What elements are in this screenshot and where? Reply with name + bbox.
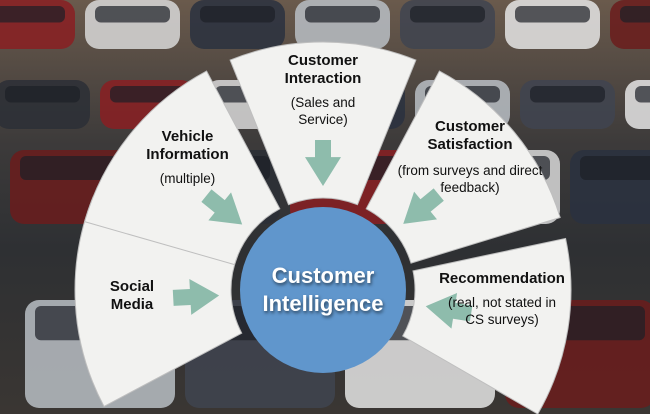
center-line-2: Intelligence bbox=[262, 291, 384, 316]
arrow-icon bbox=[305, 140, 341, 186]
segment-subtitle: (real, not stated in CS surveys) bbox=[447, 295, 557, 327]
segment-title: Recommendation bbox=[439, 270, 565, 287]
car-windshield bbox=[410, 6, 485, 23]
segment-title: Customer Satisfaction bbox=[427, 118, 513, 153]
segment-customer-interaction: Customer Interaction (Sales and Service) bbox=[268, 52, 378, 128]
arrow-icon bbox=[425, 293, 473, 329]
segment-subtitle: (multiple) bbox=[159, 171, 216, 186]
car-windshield bbox=[200, 6, 275, 23]
car-windshield bbox=[515, 6, 590, 23]
segment-title: Social Media bbox=[109, 278, 155, 313]
car-windshield bbox=[5, 86, 80, 103]
car-windshield bbox=[305, 6, 380, 23]
arrow-icon bbox=[201, 189, 243, 225]
segment-title: Customer Interaction bbox=[284, 52, 362, 87]
car-windshield bbox=[530, 86, 605, 103]
car-windshield bbox=[20, 156, 130, 180]
segment-subtitle: (from surveys and direct feedback) bbox=[397, 163, 543, 195]
segment-customer-satisfaction: Customer Satisfaction (from surveys and … bbox=[395, 118, 545, 196]
segment-recommendation-wedge bbox=[401, 237, 572, 414]
car-windshield bbox=[635, 86, 650, 103]
segment-title: Vehicle Information bbox=[146, 128, 229, 163]
arrow-icon bbox=[403, 188, 444, 224]
car-windshield bbox=[620, 6, 650, 23]
car-windshield bbox=[580, 156, 650, 180]
segment-vehicle-information: Vehicle Information (multiple) bbox=[140, 128, 235, 187]
center-line-1: Customer bbox=[271, 263, 375, 288]
segment-customer-interaction-wedge bbox=[229, 41, 417, 206]
car-windshield bbox=[0, 6, 65, 23]
segment-recommendation: Recommendation (real, not stated in CS s… bbox=[432, 270, 572, 328]
arrow-icon bbox=[172, 278, 220, 315]
segment-subtitle: (Sales and Service) bbox=[290, 95, 356, 127]
segment-social-media: Social Media bbox=[92, 278, 172, 314]
car-windshield bbox=[95, 6, 170, 23]
